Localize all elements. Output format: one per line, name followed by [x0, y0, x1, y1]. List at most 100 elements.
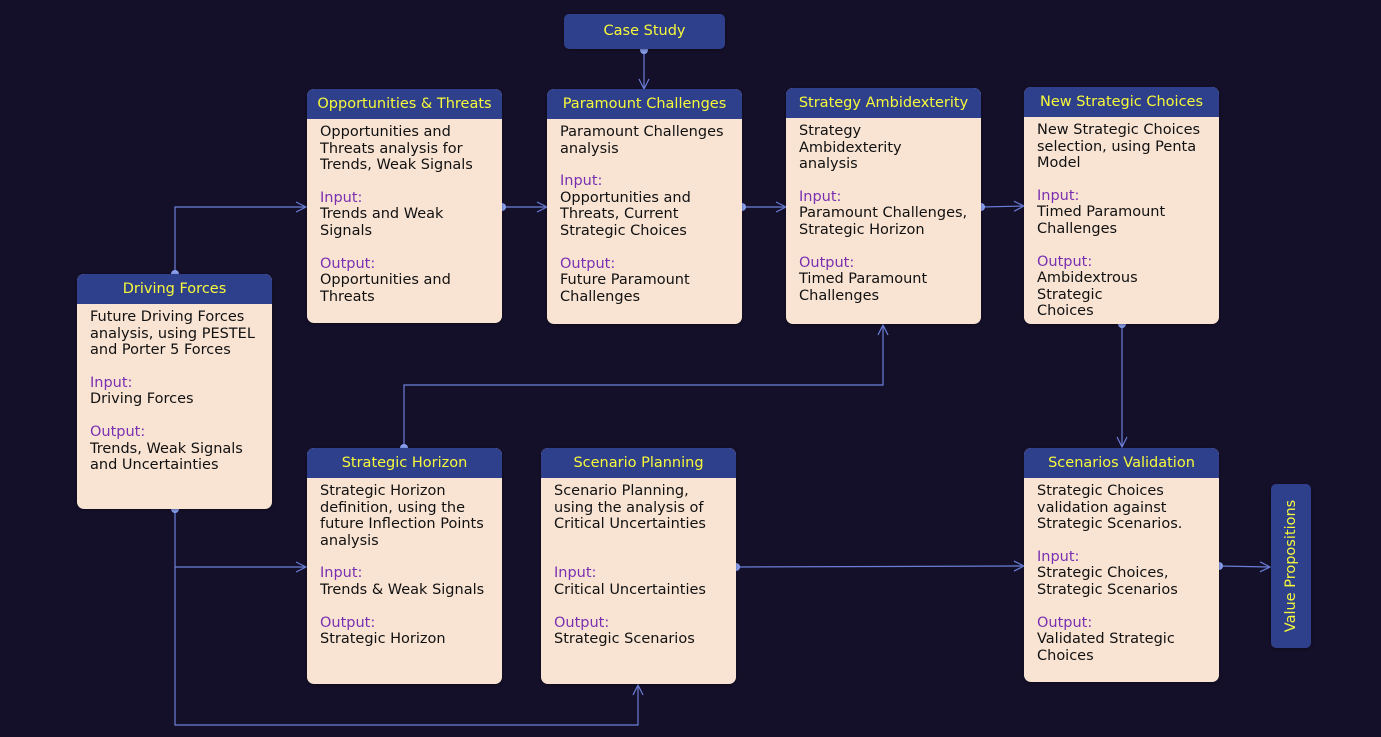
output-value: Challenges — [560, 288, 641, 305]
edge-driving-to-horizon — [174, 509, 306, 567]
value-propositions-node[interactable]: Value Propositions — [1271, 484, 1311, 648]
node-title: Driving Forces — [77, 274, 272, 304]
node-description — [554, 533, 723, 550]
node-title: Strategic Horizon — [307, 448, 502, 478]
node-description: and Porter 5 Forces — [90, 342, 231, 359]
output-value: Trends, Weak Signals — [90, 440, 243, 457]
output-label: Output: — [1037, 253, 1093, 270]
node-title: Scenario Planning — [541, 448, 736, 478]
node-description: Critical Uncertainties — [554, 516, 706, 533]
input-value: Threats, Current — [560, 206, 679, 223]
node-description: Future Driving Forces — [90, 309, 245, 325]
node-title: Strategy Ambidexterity — [786, 88, 981, 118]
output-label: Output: — [560, 255, 616, 272]
output-label: Output: — [320, 255, 376, 272]
input-value: Timed Paramount — [1037, 204, 1166, 221]
node-title: New Strategic Choices — [1024, 87, 1219, 117]
input-value: Paramount Challenges, — [799, 205, 968, 222]
node-description: Strategic Choices — [1037, 483, 1164, 499]
input-value: Trends and Weak — [320, 206, 444, 223]
output-value: Choices — [1037, 647, 1094, 664]
node-title: Opportunities & Threats — [307, 89, 502, 119]
node-description: New Strategic Choices — [1037, 122, 1201, 138]
edge-horizon-to-ambidexterity — [403, 325, 883, 448]
edge-validation-to-value — [1218, 566, 1270, 567]
node-description: Model — [1037, 155, 1081, 172]
node-description: analysis — [560, 140, 619, 157]
input-value: Strategic Choices — [560, 222, 687, 239]
output-value: Timed Paramount — [799, 271, 928, 288]
case-study-label: Case Study — [603, 23, 686, 39]
node-description: Scenario Planning, — [554, 483, 689, 499]
node-description: analysis, using PESTEL — [90, 325, 255, 342]
node-description: definition, using the — [320, 499, 466, 516]
node-description: analysis — [320, 532, 379, 549]
output-label: Output: — [1037, 614, 1093, 631]
input-value: Trends & Weak Signals — [320, 581, 485, 598]
node-description: validation against — [1037, 499, 1167, 516]
edge-ambidexterity-to-choices — [980, 206, 1024, 207]
output-label: Output: — [90, 423, 146, 440]
input-value: Driving Forces — [90, 391, 194, 408]
input-label: Input: — [560, 173, 603, 190]
output-label: Output: — [320, 614, 376, 631]
case-study-node[interactable]: Case Study — [564, 14, 725, 49]
input-value: Strategic Scenarios — [1037, 581, 1178, 598]
node-description: using the analysis of — [554, 499, 704, 516]
node-description: Opportunities and — [320, 124, 451, 140]
node-description: analysis — [799, 156, 858, 173]
input-value: Signals — [320, 222, 373, 239]
output-label: Output: — [554, 614, 610, 631]
input-label: Input: — [320, 189, 363, 206]
input-value: Strategic Horizon — [799, 221, 925, 238]
node-description: Strategy Ambidexterity — [799, 123, 902, 156]
input-label: Input: — [90, 374, 133, 391]
node-title: Paramount Challenges — [547, 89, 742, 119]
input-label: Input: — [1037, 548, 1080, 565]
value-propositions-label: Value Propositions — [1283, 499, 1299, 633]
input-value: Challenges — [1037, 220, 1118, 237]
node-description: Strategic Scenarios. — [1037, 516, 1183, 533]
edge-driving-to-opportunities — [174, 207, 306, 274]
output-value: Challenges — [799, 287, 880, 304]
input-label: Input: — [554, 565, 597, 582]
output-value: Ambidextrous Strategic — [1037, 270, 1138, 303]
input-label: Input: — [320, 565, 363, 582]
node-description: Trends, Weak Signals — [320, 157, 473, 174]
node-description: Threats analysis for — [320, 140, 463, 157]
edge-scenarios-to-validation — [735, 566, 1024, 567]
node-description: future Inflection Points — [320, 516, 484, 533]
output-label: Output: — [799, 254, 855, 271]
output-value: Strategic Scenarios — [554, 631, 695, 648]
input-value: Opportunities and — [560, 189, 691, 206]
node-description: Strategic Horizon — [320, 483, 446, 499]
output-value: Opportunities and — [320, 272, 451, 289]
node-title: Scenarios Validation — [1024, 448, 1219, 478]
output-value: Strategic Horizon — [320, 631, 446, 648]
input-value: Critical Uncertainties — [554, 581, 706, 598]
output-value: Future Paramount — [560, 272, 690, 289]
output-value: Threats — [320, 288, 375, 305]
output-value: Validated Strategic — [1037, 631, 1175, 648]
node-description: selection, using Penta — [1037, 138, 1197, 155]
input-label: Input: — [799, 188, 842, 205]
input-value: Strategic Choices, — [1037, 565, 1169, 582]
input-label: Input: — [1037, 187, 1080, 204]
output-value: Choices — [1037, 303, 1094, 320]
